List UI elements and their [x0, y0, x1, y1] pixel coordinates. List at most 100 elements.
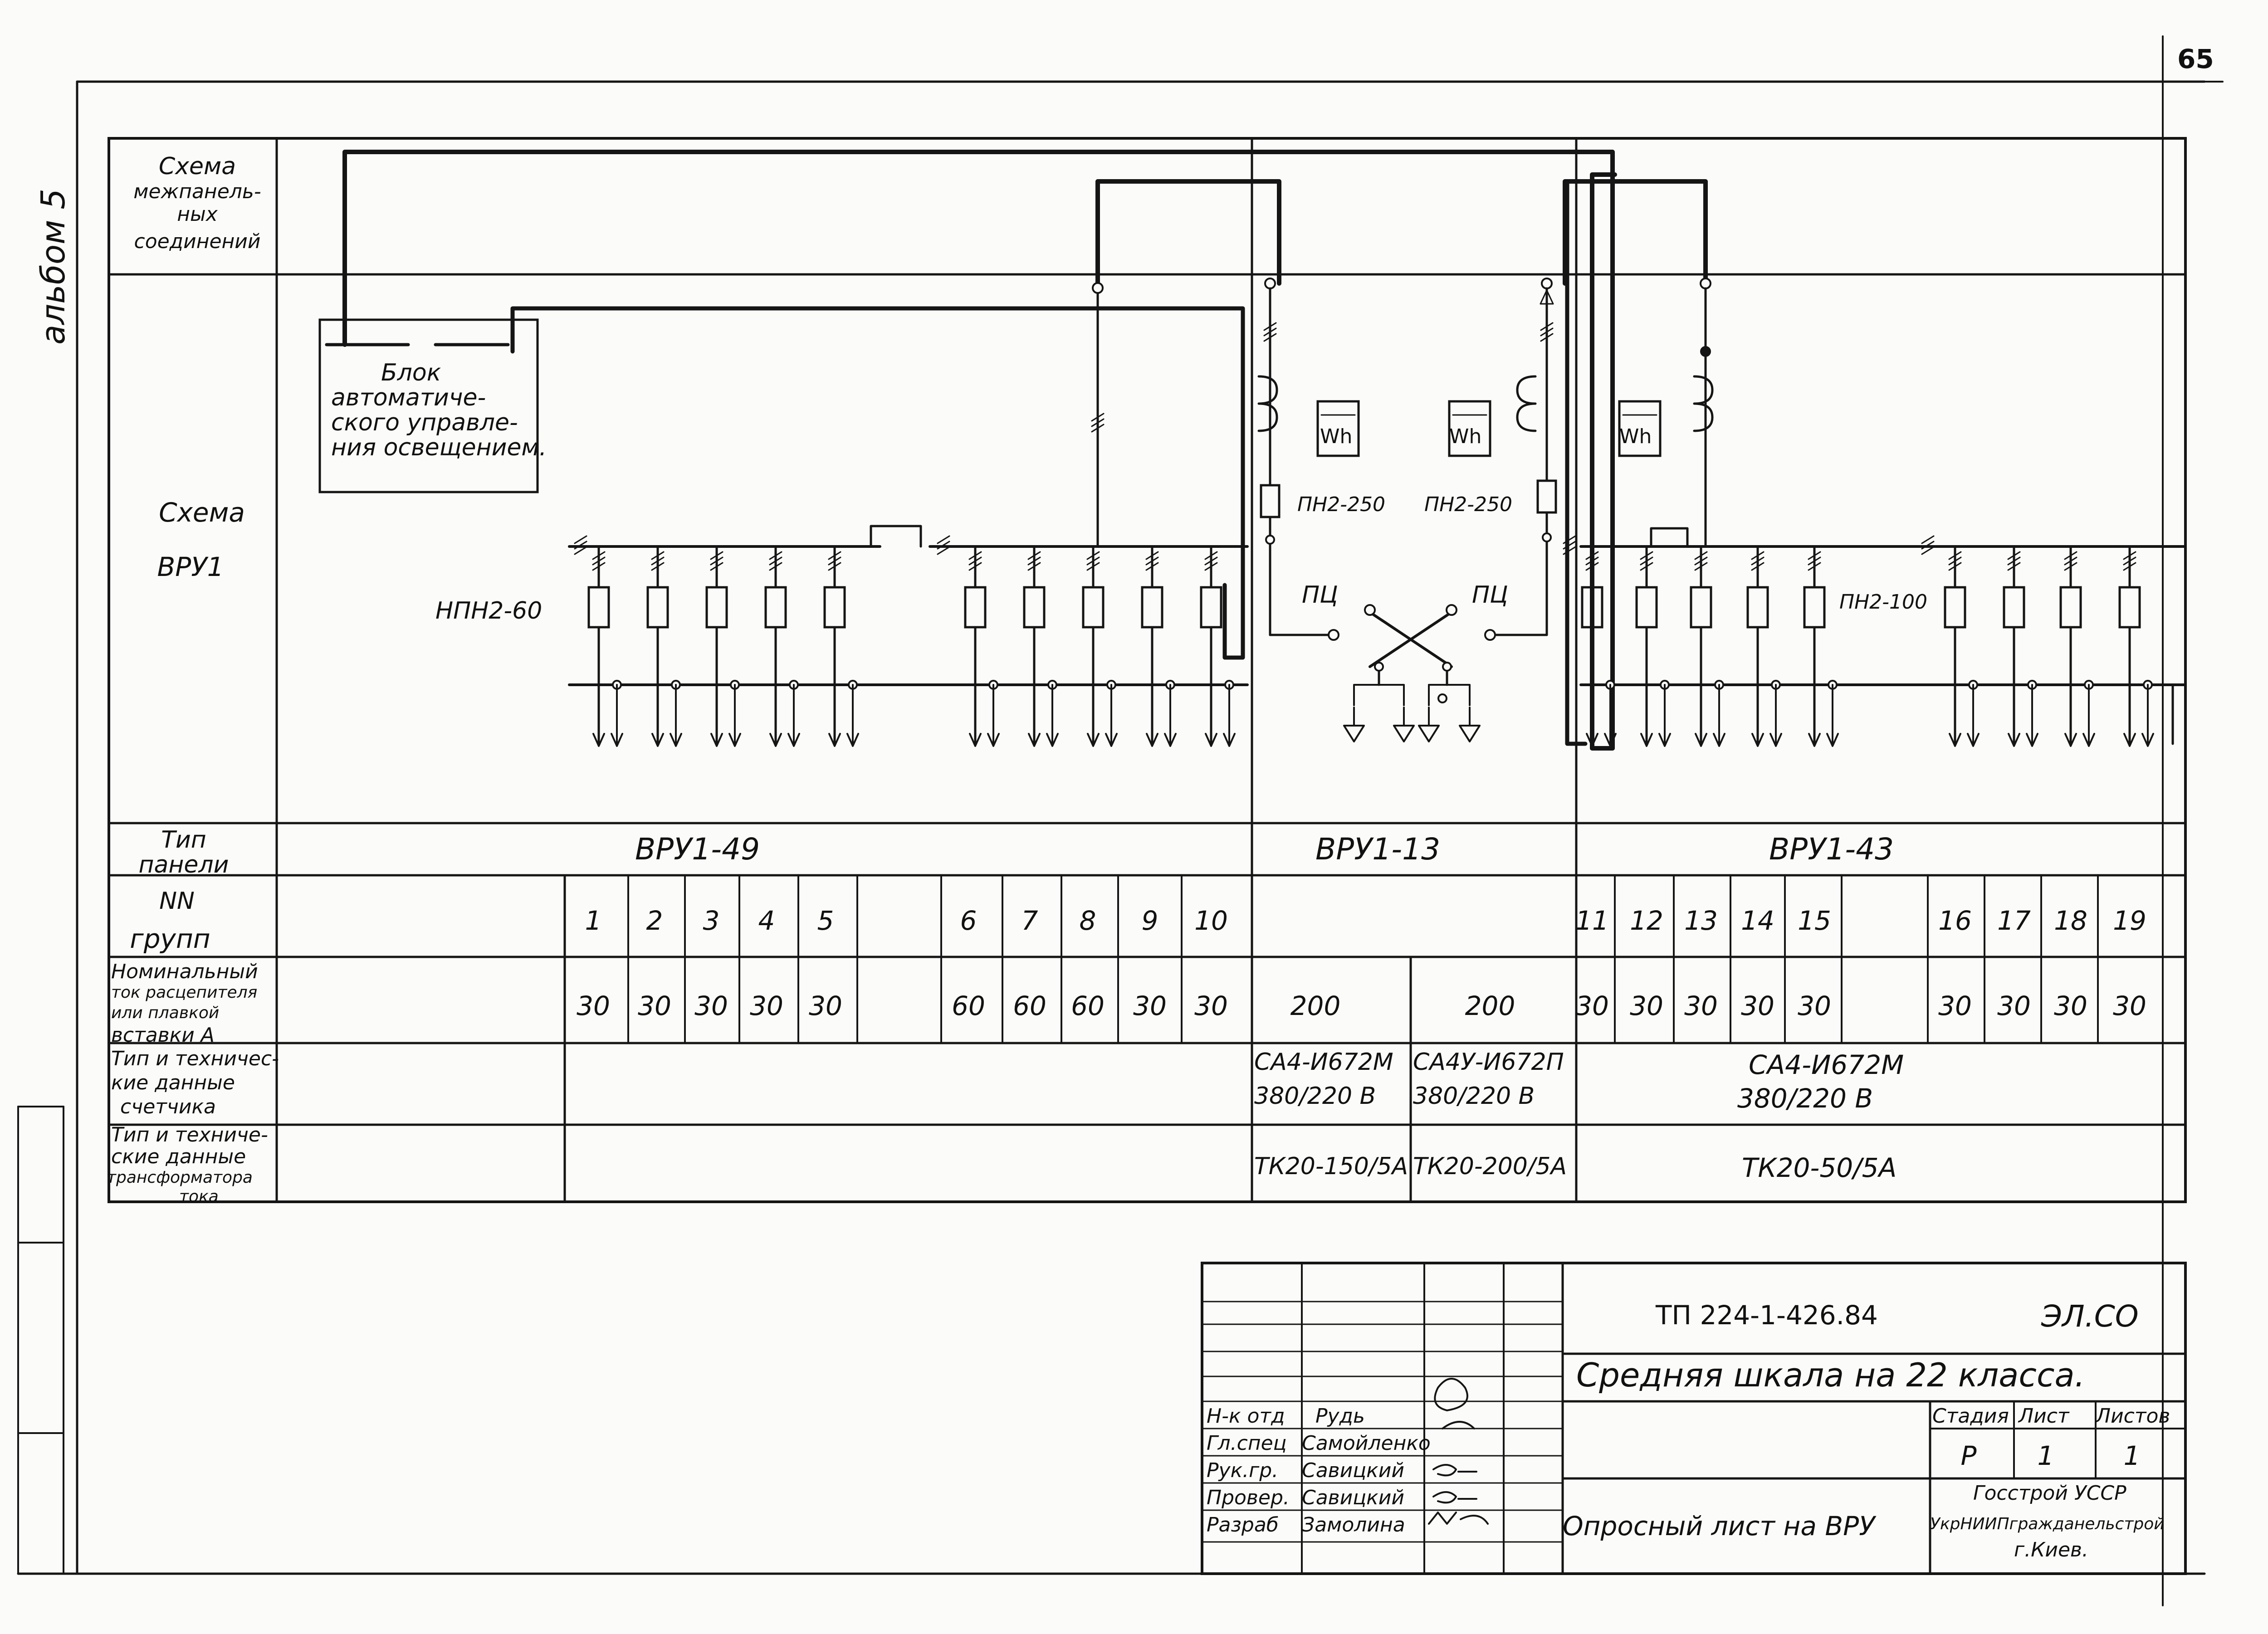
group-number: 2: [646, 905, 663, 936]
group-number: 10: [1194, 905, 1228, 936]
group-number: 6: [960, 905, 977, 936]
group-number: 14: [1741, 905, 1774, 936]
terminal: [1541, 278, 1553, 289]
electricity-meter: [1448, 400, 1491, 457]
neutral-arrow: [787, 733, 800, 747]
fuse: [764, 586, 787, 629]
output-contact: [1437, 693, 1447, 703]
role-label: Гл.спец: [1207, 1432, 1287, 1455]
current-value: 30: [1997, 990, 2031, 1021]
group-number: 3: [703, 905, 720, 936]
meter-symbol-label-3: Wh: [1619, 425, 1652, 448]
feeder-hatch: [1751, 551, 1765, 560]
neutral-arrow: [2141, 733, 2154, 747]
feeder-hatch: [1640, 562, 1653, 571]
fuse: [1803, 586, 1826, 629]
feeder-hatch: [828, 562, 841, 571]
bus-hatch: [574, 541, 587, 550]
album-label: альбом 5: [34, 188, 72, 345]
feeder-hatch: [968, 562, 982, 571]
feeder-hatch: [2007, 551, 2021, 560]
terminal: [1700, 278, 1711, 289]
feeder-hatch: [1948, 551, 1962, 560]
fuse: [1536, 479, 1557, 514]
neutral-arrow: [670, 733, 682, 747]
neutral-arrow: [2026, 733, 2038, 747]
interpanel-bus: [1563, 179, 1708, 286]
feeder-hatch: [1145, 562, 1159, 571]
current-value: 30: [577, 990, 610, 1021]
fuse: [1141, 586, 1163, 629]
ground-symbol: [1418, 725, 1440, 742]
neutral-arrow: [1604, 733, 1617, 747]
feeder-arrow: [1949, 733, 1961, 747]
feeder-hatch: [1808, 551, 1821, 560]
bus-hatch: [937, 541, 950, 550]
output-contact: [1442, 662, 1452, 672]
neutral-arrow: [1826, 733, 1839, 747]
terminal: [1092, 282, 1104, 294]
changeover-switch: [1369, 611, 1453, 668]
role-label: Н-к отд: [1207, 1405, 1285, 1428]
feeder-hatch: [651, 551, 665, 560]
neutral-arrow: [728, 733, 741, 747]
group-number: 9: [1141, 905, 1158, 936]
interpanel-bus: [342, 150, 1617, 751]
feeder-hatch: [1751, 556, 1765, 566]
feeder-hatch: [592, 556, 606, 566]
feeder-hatch: [1145, 556, 1159, 566]
feeder-hatch: [1086, 562, 1100, 571]
group-number: 12: [1630, 905, 1663, 936]
neutral-arrow: [1164, 733, 1177, 747]
switch-label-left: ПЦ: [1302, 581, 1338, 609]
group-number: 16: [1938, 905, 1972, 936]
fuse: [964, 586, 987, 629]
group-number: 8: [1079, 905, 1096, 936]
feeder-hatch: [1948, 556, 1962, 566]
feeder-hatch: [2123, 562, 2136, 571]
output-wire: [1428, 684, 1471, 706]
feeder-hatch: [2064, 562, 2077, 571]
bus-hatch: [1921, 546, 1935, 555]
electricity-meter: [1618, 400, 1662, 457]
bus-hatch: [1921, 535, 1935, 544]
group-number: 11: [1575, 905, 1609, 936]
current-value: 60: [1013, 990, 1046, 1021]
feeder-hatch: [1640, 551, 1653, 560]
interpanel-bus: [510, 306, 1245, 660]
feeder-hatch: [1204, 562, 1218, 571]
sheet-code: ЭЛ.СО: [2041, 1299, 2139, 1334]
fuse: [823, 586, 846, 629]
feeder-arrow: [769, 733, 782, 747]
current-value: 30: [1575, 990, 1609, 1021]
meter-symbol-label-2: Wh: [1449, 425, 1482, 448]
group-number: 18: [2054, 905, 2087, 936]
contact: [1265, 535, 1275, 545]
feeder-hatch: [1694, 562, 1708, 571]
neutral-arrow: [1713, 733, 1725, 747]
person-name: Савицкий: [1302, 1459, 1404, 1482]
ct-spec-right: ТК20-50/5А: [1742, 1152, 1897, 1183]
bus-hatch: [574, 535, 587, 544]
output-wire: [1353, 684, 1405, 706]
fuse: [2059, 586, 2082, 629]
feeder-hatch: [1585, 562, 1599, 571]
neutral-arrow: [1105, 733, 1118, 747]
main-table-border: [108, 137, 2187, 1203]
signature-mark: [1432, 1464, 1477, 1477]
feeder-hatch: [828, 556, 841, 566]
neutral-arrow: [1967, 733, 1980, 747]
feeder-hatch: [710, 562, 723, 571]
feeder-hatch: [1145, 551, 1159, 560]
bus-coupler: [870, 525, 922, 548]
group-number: 17: [1997, 905, 2031, 936]
fuse: [705, 586, 728, 629]
switch-contact: [1446, 604, 1457, 616]
fuse-label-pn100: ПН2-100: [1839, 590, 1928, 614]
feeder-hatch: [2064, 551, 2077, 560]
feeder-arrow: [828, 733, 841, 747]
fuse: [1082, 586, 1105, 629]
current-value: 30: [809, 990, 842, 1021]
signature-mark: [1434, 1378, 1475, 1429]
current-value: 60: [1071, 990, 1105, 1021]
